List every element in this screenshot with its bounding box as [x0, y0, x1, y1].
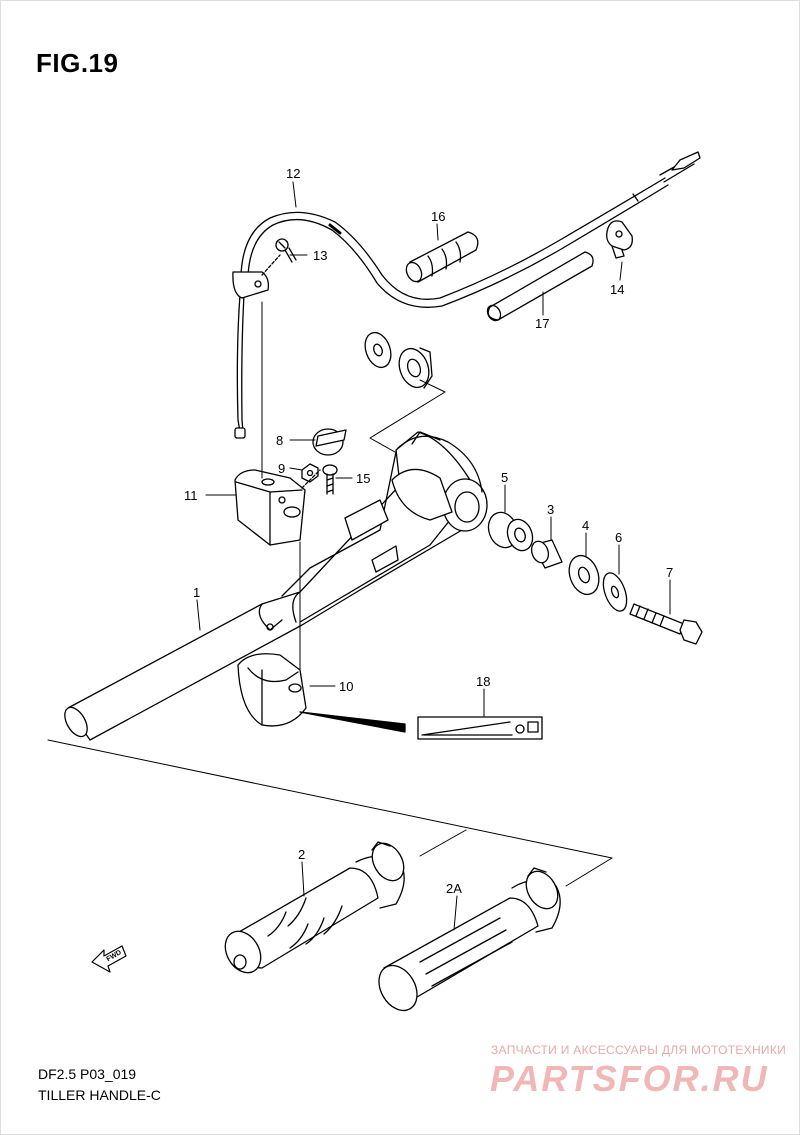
part-7-bolt: [629, 603, 703, 645]
callout-7: 7: [666, 565, 673, 580]
callout-8: 8: [276, 433, 283, 448]
part-9-nut: [301, 463, 319, 483]
callout-15: 15: [356, 471, 370, 486]
callout-9: 9: [278, 461, 285, 476]
callout-18: 18: [476, 674, 490, 689]
part-2a-grip: [378, 867, 561, 1012]
part-12-throttle-cable: [232, 151, 701, 439]
part-10-lower-clamp: [237, 653, 307, 727]
callout-3: 3: [547, 502, 554, 517]
diagram-title: TILLER HANDLE-C: [38, 1087, 161, 1103]
callout-2a: 2A: [446, 881, 462, 896]
part-13-screw: [261, 238, 297, 276]
callout-14: 14: [610, 282, 624, 297]
grip-detail-boundary: [47, 739, 613, 887]
callout-16: 16: [431, 209, 445, 224]
part-6-washer: [602, 572, 628, 612]
callout-12: 12: [286, 166, 300, 181]
callout-1: 1: [193, 585, 200, 600]
fwd-arrow-icon: FWD: [91, 945, 127, 973]
part-18-label: [299, 711, 543, 740]
callout-6: 6: [615, 530, 622, 545]
figure-title: FIG.19: [36, 48, 119, 78]
callout-5: 5: [501, 470, 508, 485]
callout-leaders: [196, 181, 671, 931]
part-15-screw: [322, 464, 338, 495]
callout-4: 4: [582, 518, 589, 533]
part-8-knob: [312, 428, 347, 456]
part-5-bushing: [487, 511, 534, 552]
part-2-throttle-grip: [224, 841, 405, 974]
part-1-tiller-handle: [64, 431, 488, 741]
callout-13: 13: [313, 248, 327, 263]
part-11-upper-clamp: [234, 469, 321, 546]
watermark-caption: ЗАПЧАСТИ И АКСЕССУАРЫ ДЛЯ МОТОТЕХНИКИ: [491, 1043, 787, 1057]
callout-numbers: 12 13 16 14 17 8 9 15 11 5 3 4 6 7 1 10 …: [184, 166, 673, 896]
diagram-code: DF2.5 P03_019: [38, 1066, 137, 1082]
part-17-hose: [486, 251, 594, 322]
callout-2: 2: [298, 847, 305, 862]
part-3-collar: [530, 539, 563, 569]
part-washer-upper: [364, 331, 392, 369]
callout-10: 10: [339, 679, 353, 694]
part-4-washer: [568, 554, 600, 596]
part-16-grommet: [405, 231, 479, 283]
part-bushing-upper: [398, 347, 433, 389]
watermark-logo: PARTSFOR.RU: [490, 1058, 769, 1099]
callout-17: 17: [535, 316, 549, 331]
part-14-clip: [606, 220, 633, 259]
callout-11: 11: [184, 488, 198, 503]
